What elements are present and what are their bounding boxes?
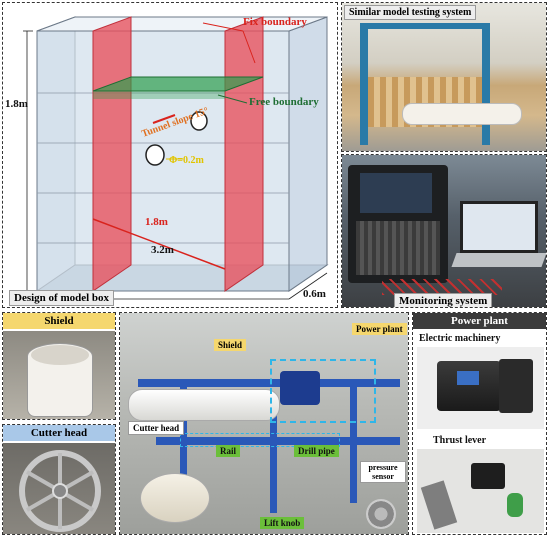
- test-frame-right: [482, 23, 490, 145]
- model-box-diagram: 1.8m Fix boundary Free boundary Tunnel s…: [5, 16, 329, 300]
- power-plant-tag: Power plant: [352, 323, 407, 335]
- lift-knob-tag: Lift knob: [260, 517, 305, 529]
- monitoring-panel: Monitoring system: [341, 154, 547, 308]
- rail-highlight: [180, 433, 340, 447]
- motor-plate: [457, 371, 479, 385]
- fix-boundary-left-plane: [92, 16, 132, 292]
- frame-leg-2: [350, 383, 357, 503]
- free-boundary-label: Free boundary: [249, 96, 319, 108]
- cutter-panel: Cutter head: [2, 424, 116, 535]
- cutter-wheel: [19, 450, 101, 532]
- case-panel: [356, 221, 440, 275]
- rail-tag: Rail: [216, 445, 241, 457]
- model-box-panel: 1.8m Fix boundary Free boundary Tunnel s…: [2, 2, 338, 308]
- laptop-base: [451, 253, 546, 267]
- height-label: 1.8m: [5, 98, 28, 110]
- inner-length-label: 1.8m: [145, 216, 168, 228]
- cutter-header: Cutter head: [3, 425, 115, 441]
- free-boundary-plane: [92, 76, 264, 92]
- test-frame-left: [360, 23, 368, 145]
- sensor-cables: [382, 279, 502, 295]
- cutter-head-tag: Cutter head: [128, 421, 185, 435]
- diameter-label: Φ=0.2m: [169, 155, 204, 166]
- drill-pipe-tag: Drill pipe: [294, 445, 339, 457]
- thrust-controller: [471, 463, 505, 489]
- width-label: 0.6m: [303, 288, 326, 300]
- shield-panel: Shield: [2, 312, 116, 420]
- lower-pipe: [140, 473, 210, 523]
- fix-boundary-right-plane: [224, 16, 264, 292]
- power-plant-highlight: [270, 359, 376, 423]
- frame-lower-rail: [156, 437, 400, 445]
- testing-system-caption: Similar model testing system: [344, 5, 477, 20]
- shield-opening: [31, 345, 89, 365]
- motor-gearbox: [499, 359, 533, 413]
- monitoring-caption: Monitoring system: [394, 293, 493, 307]
- power-plant-header: Power plant: [413, 313, 546, 329]
- shield-pipe: [128, 389, 280, 421]
- electric-machinery-label: Electric machinery: [419, 333, 501, 344]
- inner-length-dimension: [92, 218, 226, 270]
- thrust-remote: [507, 493, 523, 517]
- tunnel-hole-back: [190, 111, 208, 131]
- machine-panel: Shield Power plant Cutter head Rail Dril…: [119, 312, 409, 535]
- tunnel-hole-front: [145, 144, 165, 166]
- pressure-sensor-disc: [366, 499, 396, 529]
- motor-body: [437, 361, 501, 411]
- thrust-lever-label: Thrust lever: [433, 435, 487, 446]
- frame-leg-3: [270, 413, 277, 513]
- shield-tag: Shield: [214, 339, 247, 351]
- test-frame-top: [360, 23, 490, 29]
- power-plant-panel: Power plant Electric machinery Thrust le…: [412, 312, 547, 535]
- pressure-sensor-tag: pressure sensor: [360, 461, 406, 483]
- frame-top-rail: [138, 379, 400, 387]
- tunnel-slope-arrow: [152, 114, 176, 124]
- length-label: 3.2m: [151, 244, 174, 256]
- testing-system-panel: Similar model testing system: [341, 2, 547, 152]
- laptop-screen: [460, 201, 538, 253]
- model-box-caption: Design of model box: [9, 290, 115, 306]
- shield-header: Shield: [3, 313, 115, 329]
- test-pipe: [402, 103, 522, 125]
- case-screen: [360, 173, 432, 213]
- box-right-face: [288, 16, 328, 292]
- drive-motor: [280, 371, 320, 405]
- frame-leg-1: [180, 383, 187, 503]
- fix-boundary-label: Fix boundary: [243, 16, 307, 28]
